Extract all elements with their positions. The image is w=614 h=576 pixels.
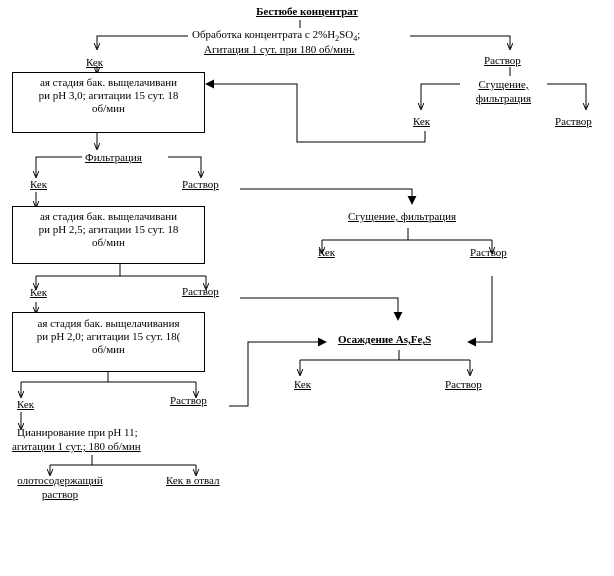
stage2-line2: ри pH 2,5; агитации 15 сут. 18 xyxy=(38,224,179,236)
stage1-line3: об/мин xyxy=(92,103,125,115)
filtration-to-rastvor xyxy=(168,156,201,176)
stage3-box: ая стадия бак. выщелачивания ри pH 2,0; … xyxy=(12,312,205,372)
thickening-2-label: Сгущение, фильтрация xyxy=(348,211,457,223)
rastvor4-to-precip xyxy=(229,337,327,407)
rastvor-label-precip: Раствор xyxy=(445,379,482,391)
pretreat-to-rastvor xyxy=(410,35,510,48)
recycle-to-stage1 xyxy=(205,79,426,143)
filtration-label: Фильтрация xyxy=(85,152,142,164)
stage1-line1: ая стадия бак. выщелачивани xyxy=(39,77,177,89)
thickening-1-line1: Сгущение, xyxy=(478,79,529,91)
stage3-line3: об/мин xyxy=(92,344,125,356)
thick1-to-kek xyxy=(421,83,460,108)
thick2-rastvor-to-precip xyxy=(467,276,493,347)
pretreatment-line1: Обработка концентрата с 2%H2SO4; xyxy=(192,29,361,44)
rastvor-label-1: Раствор xyxy=(484,55,521,67)
diagram-title: Бестюбе концентрат xyxy=(256,6,358,18)
stage2-line1: ая стадия бак. выщелачивани xyxy=(39,211,177,223)
rastvor-label-3: Раствор xyxy=(182,286,219,298)
stage2-box: ая стадия бак. выщелачивани ри pH 2,5; а… xyxy=(12,206,205,264)
gold-solution-line2: раствор xyxy=(41,489,79,501)
kek-recycle-label: Кек xyxy=(413,116,431,128)
thickening-1-line2: фильтрация xyxy=(475,93,532,105)
stage3-line2: ри pH 2,0; агитации 15 сут. 18( xyxy=(36,331,181,343)
filtration-to-kek xyxy=(36,156,82,176)
pretreatment-line2: Агитация 1 сут. при 180 об/мин. xyxy=(204,44,355,56)
kek-label-thick2: Кек xyxy=(318,247,336,259)
stage1-box: ая стадия бак. выщелачивани ри pH 3,0; а… xyxy=(12,72,205,133)
rastvor-label-thick1: Раствор xyxy=(555,116,592,128)
rastvor3-to-precip xyxy=(240,297,403,321)
precipitation-label: Осаждение As,Fe,S xyxy=(338,334,432,346)
rastvor-to-thickening2 xyxy=(240,188,417,205)
tailings-label: Кек в отвал xyxy=(166,475,220,487)
cyanidation-line2: агитации 1 сут.; 180 об/мин xyxy=(12,441,141,453)
thick1-to-rastvor xyxy=(547,83,586,108)
rastvor-label-thick2: Раствор xyxy=(470,247,507,259)
gold-solution-line1: олотосодержащий xyxy=(17,475,103,487)
pretreat-to-kek xyxy=(97,35,188,48)
stage3-line1: ая стадия бак. выщелачивания xyxy=(37,318,180,330)
kek-label-1: Кек xyxy=(86,57,104,69)
kek-label-precip: Кек xyxy=(294,379,312,391)
cyanidation-line1: Цианирование при pH 11; xyxy=(17,427,138,439)
rastvor-label-2: Раствор xyxy=(182,179,219,191)
kek-label-3: Кек xyxy=(30,287,48,299)
kek-label-4: Кек xyxy=(17,399,35,411)
stage1-line2: ри pH 3,0; агитации 15 сут. 18 xyxy=(38,90,179,102)
kek-label-2: Кек xyxy=(30,179,48,191)
stage2-line3: об/мин xyxy=(92,237,125,249)
rastvor-label-4: Раствор xyxy=(170,395,207,407)
